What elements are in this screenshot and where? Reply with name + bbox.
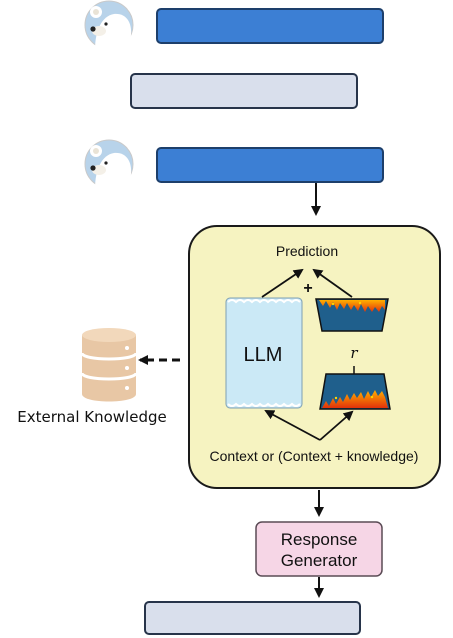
arrow-reward-to-prediction	[312, 268, 353, 298]
r-label: r	[350, 344, 358, 362]
llm-label: LLM	[244, 344, 283, 366]
polar-bear-icon	[90, 6, 132, 50]
prediction-label: Prediction	[276, 243, 338, 259]
database-icon	[80, 328, 138, 402]
response-generator-line1: Response	[281, 530, 358, 549]
external-knowledge-label: External Knowledge	[17, 408, 167, 426]
user-message-bar-1	[156, 8, 384, 44]
response-generator-box: Response Generator	[255, 521, 383, 577]
arrow-llm-to-prediction	[261, 268, 304, 298]
polar-bear-icon	[90, 145, 132, 189]
llm-box: LLM	[225, 297, 303, 409]
reply-message-bar-1	[130, 73, 358, 109]
reply-message-bar-2	[144, 601, 361, 635]
reasoning-module	[188, 225, 441, 489]
reward-block-lower	[319, 366, 391, 410]
reward-block-upper	[315, 298, 389, 332]
avatar-bottom	[84, 139, 134, 189]
arrow-context-to-llm	[264, 410, 321, 441]
avatar-top	[84, 0, 134, 50]
arrow-context-to-reward	[319, 410, 354, 441]
context-label: Context or (Context + knowledge)	[210, 448, 419, 464]
user-message-bar-2	[156, 147, 384, 183]
response-generator-line2: Generator	[281, 551, 358, 570]
plus-label: +	[303, 280, 312, 297]
